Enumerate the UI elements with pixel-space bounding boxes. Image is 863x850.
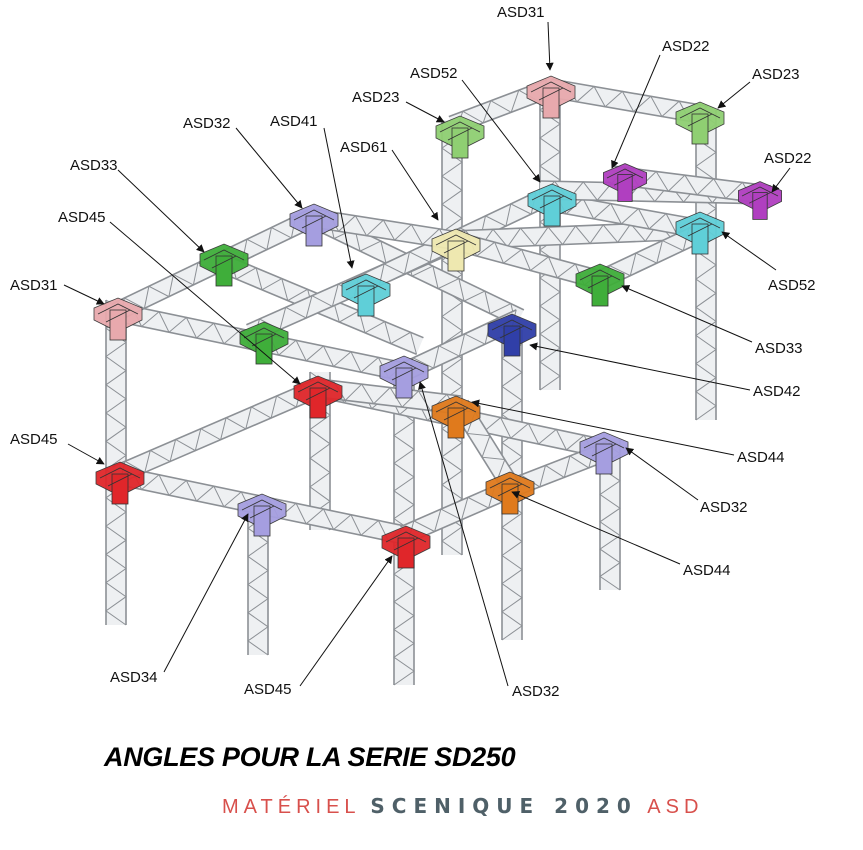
joint-asd52-top	[527, 183, 577, 227]
joint-asd61	[431, 228, 481, 272]
callout-asd44-bottom	[511, 491, 681, 565]
joint-asd45-left	[95, 461, 145, 505]
label-asd31-left: ASD31	[10, 277, 58, 294]
callout-asd22-top	[611, 54, 661, 169]
label-asd22-right: ASD22	[764, 150, 812, 167]
joint-asd33-right	[575, 263, 625, 307]
callout-asd33-right	[621, 285, 753, 343]
label-asd22-top: ASD22	[662, 38, 710, 55]
callout-asd45-bottom	[299, 555, 393, 687]
label-asd52-right: ASD52	[768, 277, 816, 294]
label-asd23-right: ASD23	[752, 66, 800, 83]
post-rear-c	[695, 109, 717, 421]
label-asd32-right: ASD32	[700, 499, 748, 516]
joint-asd22-right	[738, 181, 782, 220]
label-asd45-bottom: ASD45	[244, 681, 292, 698]
callout-asd32-right	[625, 447, 699, 501]
callout-asd33-left	[117, 169, 205, 253]
callout-asd31-left	[63, 284, 105, 305]
callout-asd31-top	[545, 21, 554, 71]
label-asd34: ASD34	[110, 669, 158, 686]
brand-part-scenique: SCENIQUE 2020	[370, 794, 638, 818]
joint-asd44-top	[431, 395, 481, 439]
beam-low-left	[112, 378, 322, 485]
joint-asd23-right	[675, 101, 725, 145]
callout-asd32-bottom	[418, 381, 509, 687]
callout-asd52-top	[461, 79, 541, 183]
joint-asd23-left	[435, 115, 485, 159]
joint-asd32-top	[289, 203, 339, 247]
callout-asd22-right	[771, 167, 791, 193]
callout-asd44-top	[471, 399, 735, 456]
callout-asd32-top	[235, 127, 303, 209]
joint-asd41	[341, 273, 391, 317]
callout-asd45-left	[109, 221, 301, 385]
label-asd44-top: ASD44	[737, 449, 785, 466]
callout-asd42	[529, 342, 751, 391]
joint-asd31-top	[526, 75, 576, 119]
callout-asd23-left	[405, 101, 445, 123]
page-title: ANGLES POUR LA SERIE SD250	[104, 742, 516, 772]
joint-asd34	[237, 493, 287, 537]
joint-angles	[93, 75, 782, 569]
label-asd33-left: ASD33	[70, 157, 118, 174]
beam-top-rear-e	[449, 230, 603, 290]
callout-asd41	[323, 127, 355, 269]
joint-asd31-left	[93, 297, 143, 341]
joint-asd45-inner	[293, 375, 343, 419]
joint-asd22-top	[603, 163, 647, 202]
joint-asd32-front	[379, 355, 429, 399]
label-asd45-mid: ASD45	[10, 431, 58, 448]
callout-asd52-right	[721, 231, 777, 271]
joint-asd52-right	[675, 211, 725, 255]
label-asd33-right: ASD33	[755, 340, 803, 357]
brand-part-materiel: MATÉRIEL	[222, 796, 360, 818]
callout-asd23-right	[717, 81, 751, 109]
brand-footer: MATÉRIEL SCENIQUE 2020 ASD	[222, 794, 703, 819]
callout-lines	[63, 21, 791, 687]
joint-asd32-right	[579, 431, 629, 475]
label-asd23-left: ASD23	[352, 89, 400, 106]
joint-asd33-left	[199, 243, 249, 287]
joint-asd45-bottom	[381, 525, 431, 569]
label-asd44-bottom: ASD44	[683, 562, 731, 579]
label-group: ASD31 ASD22 ASD52 ASD23 ASD23 ASD22 ASD3…	[10, 4, 816, 700]
label-asd42: ASD42	[753, 383, 801, 400]
label-asd31-top: ASD31	[497, 4, 545, 21]
label-asd61: ASD61	[340, 139, 388, 156]
callout-asd61	[391, 149, 439, 221]
label-asd45-left: ASD45	[58, 209, 106, 226]
joint-asd42	[487, 313, 537, 357]
label-asd52-top: ASD52	[410, 65, 458, 82]
callout-asd34	[163, 513, 249, 673]
label-asd41: ASD41	[270, 113, 318, 130]
label-asd32-bottom: ASD32	[512, 683, 560, 700]
brand-part-asd: ASD	[647, 796, 704, 818]
callout-asd45-mid	[67, 443, 105, 465]
label-asd32-top: ASD32	[183, 115, 231, 132]
